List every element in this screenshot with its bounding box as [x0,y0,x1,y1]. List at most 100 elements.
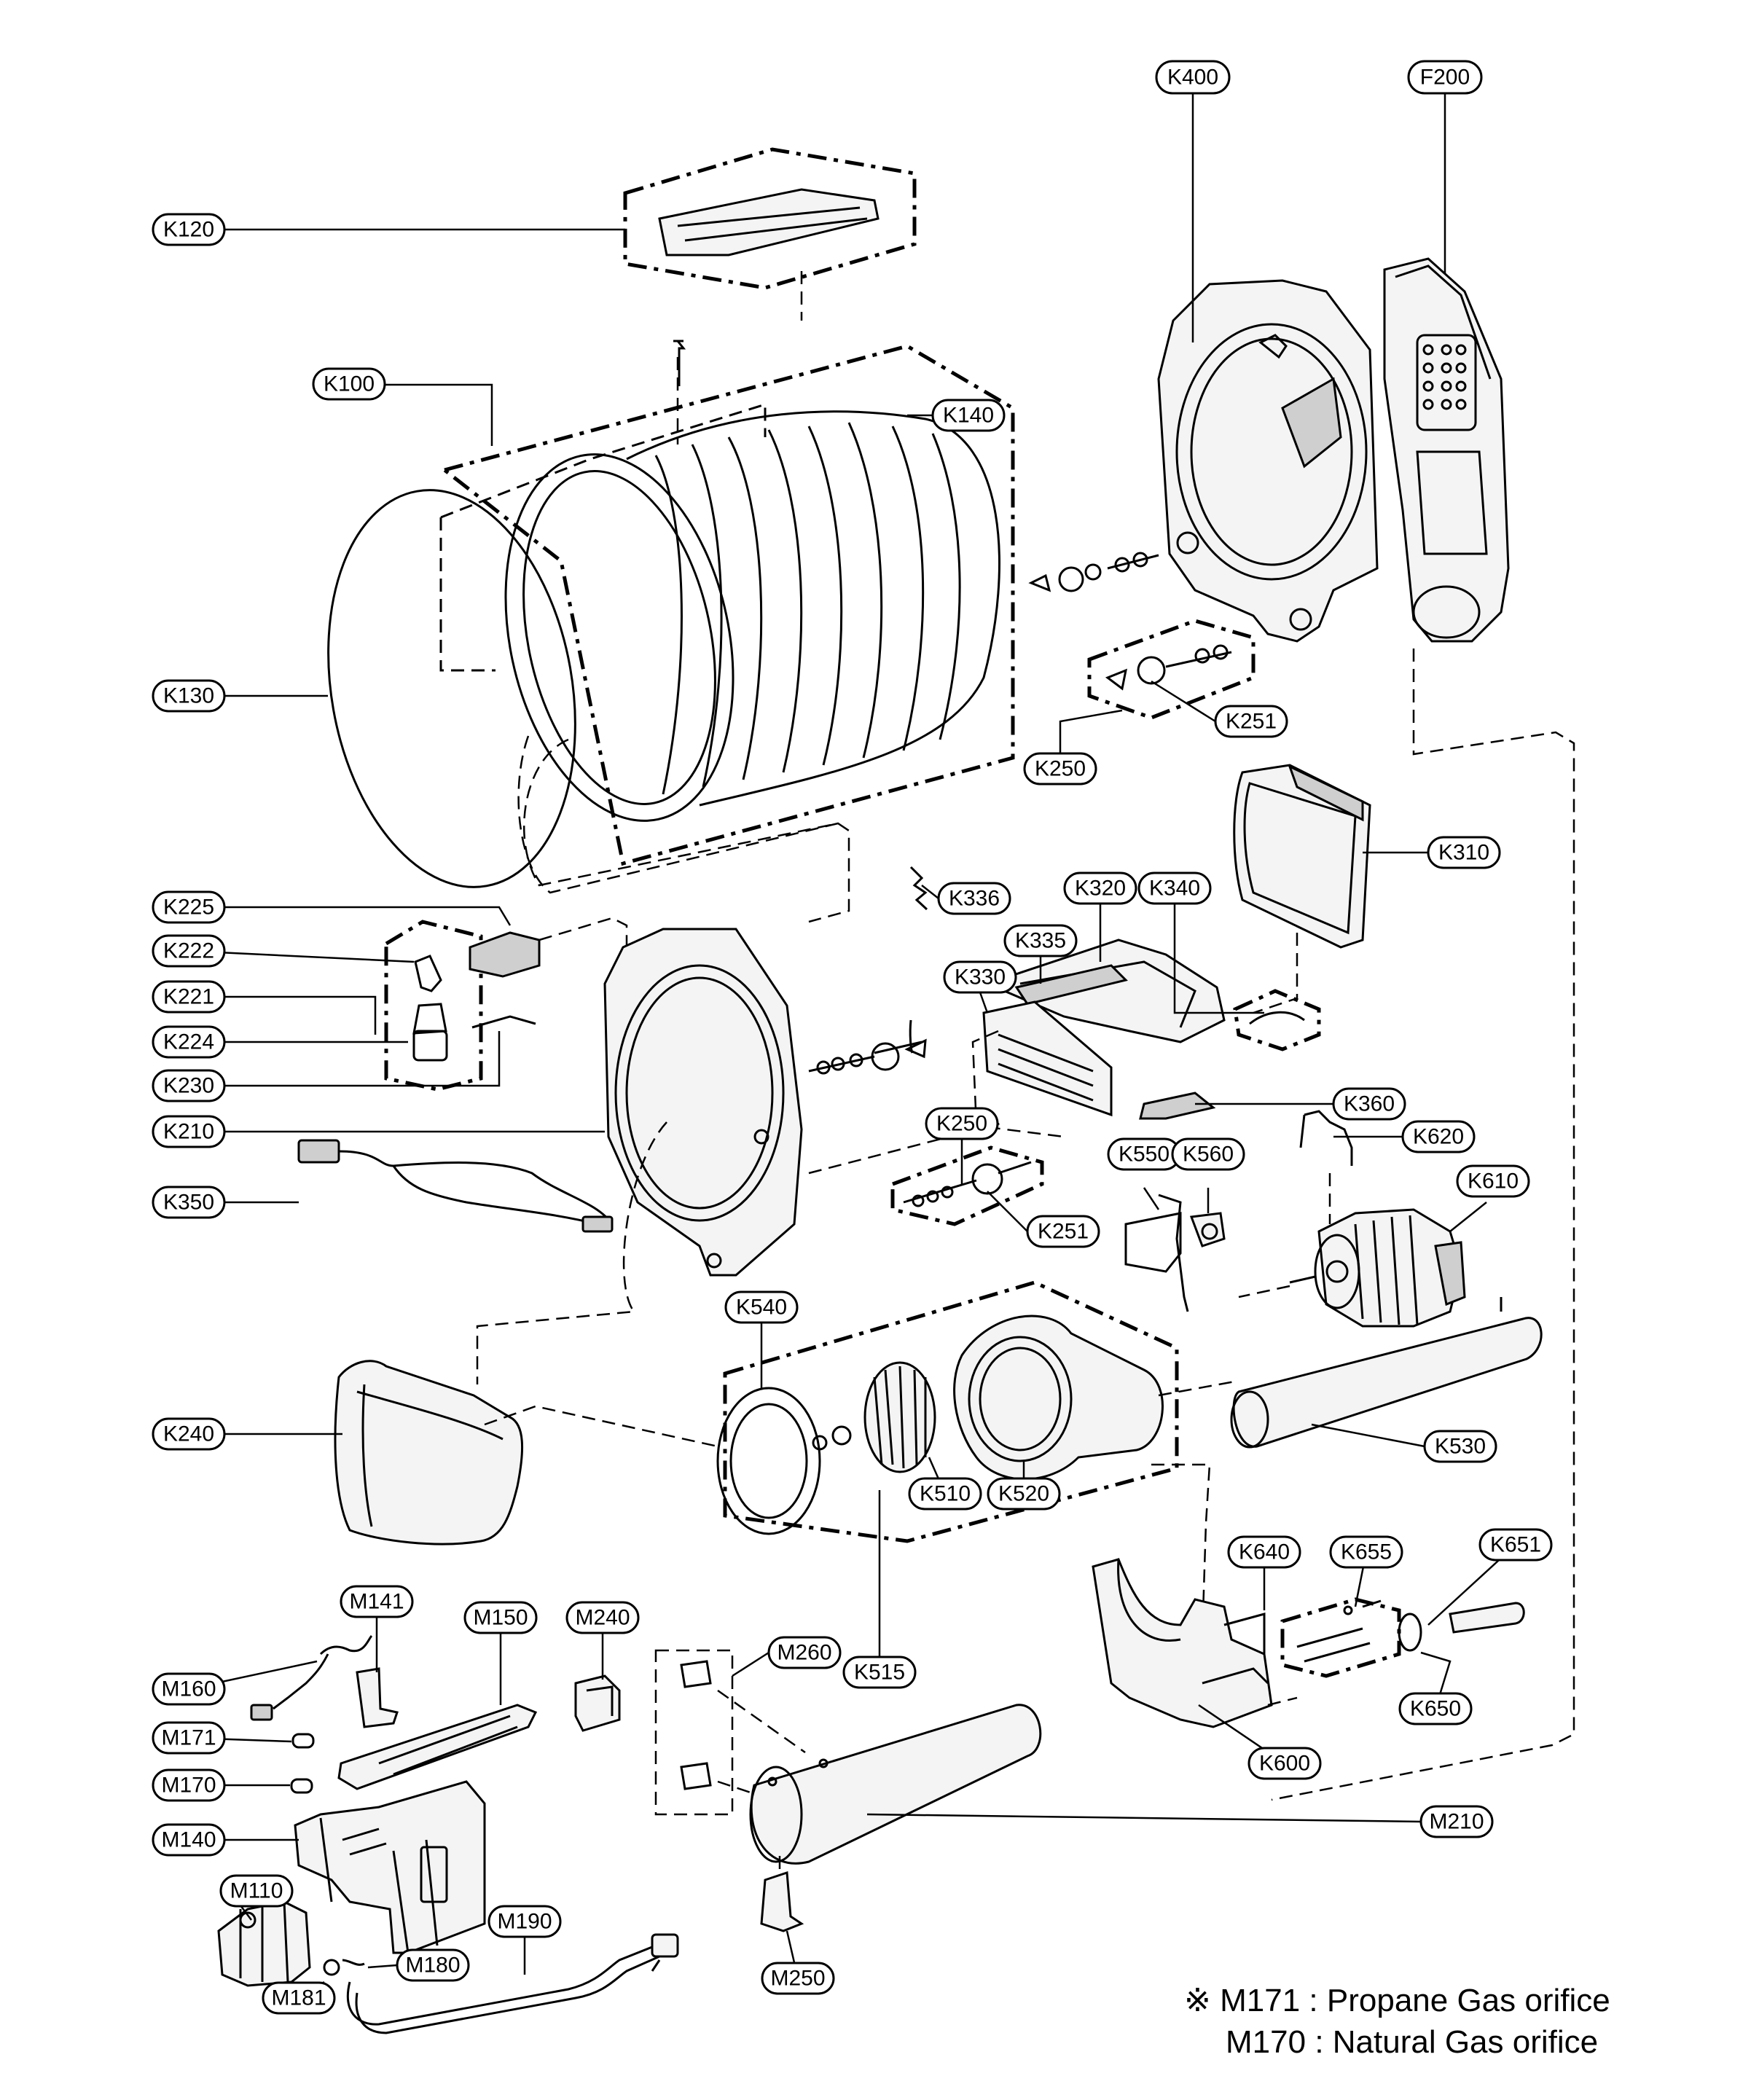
callout-k310: K310 [1427,836,1501,869]
callout-k400: K400 [1155,60,1231,95]
svg-text:M181: M181 [271,1986,326,2010]
callout-labels: K400 F200 K120 K100 K140 K130 K251 K250 … [152,60,1553,2015]
callout-k130: K130 [152,679,226,713]
svg-text:M240: M240 [575,1606,630,1630]
callout-k340: K340 [1137,871,1212,905]
k130-gasket [327,489,576,888]
k310-lint-filter [1233,764,1371,949]
callout-k610: K610 [1456,1164,1530,1198]
svg-text:K400: K400 [1167,66,1218,90]
m240-bracket [574,1674,621,1732]
svg-text:M250: M250 [770,1967,825,1991]
callout-k224: K224 [152,1025,226,1059]
callout-k540: K540 [724,1290,799,1324]
svg-text:K251: K251 [1038,1220,1089,1244]
callout-k515: K515 [842,1656,917,1689]
svg-text:K221: K221 [163,985,214,1009]
svg-text:K140: K140 [943,404,994,428]
orifice-note-line-1: ※ M171 : Propane Gas orifice [1184,1982,1610,2019]
svg-text:K650: K650 [1410,1697,1461,1721]
svg-text:K250: K250 [1035,757,1086,781]
svg-text:K651: K651 [1490,1533,1541,1557]
k120-assembly [623,147,917,321]
callout-m181: M181 [262,1981,336,2015]
rear-axle-parts [1028,552,1256,720]
svg-text:K310: K310 [1438,841,1489,865]
svg-text:F200: F200 [1420,66,1470,90]
svg-text:K336: K336 [949,887,1000,911]
svg-text:K600: K600 [1259,1752,1310,1776]
svg-text:K230: K230 [163,1074,214,1098]
sensor-bracket-assembly [982,939,1321,1120]
m250-bracket [760,1870,804,1932]
filter-holes [1422,344,1467,410]
callout-k225: K225 [152,890,226,924]
svg-text:K520: K520 [998,1482,1049,1506]
note-code-m170: M170 [1226,2024,1307,2060]
callout-k230: K230 [152,1069,226,1102]
svg-text:K251: K251 [1226,710,1277,734]
svg-text:K120: K120 [163,218,214,242]
m140-burner-bracket [294,1780,486,1954]
callout-k600: K600 [1247,1747,1322,1780]
svg-text:K540: K540 [736,1296,787,1320]
callout-k210: K210 [152,1115,226,1148]
callout-k520: K520 [987,1477,1061,1511]
callout-k120: K120 [152,213,226,246]
callout-k251-bottom: K251 [1026,1215,1100,1248]
svg-text:K610: K610 [1468,1170,1519,1194]
svg-text:M180: M180 [405,1954,460,1978]
svg-text:K340: K340 [1149,877,1200,901]
callout-m160: M160 [152,1672,226,1706]
k620-motor-bracket [1299,1110,1353,1166]
callout-m141: M141 [340,1585,414,1618]
callout-k330: K330 [943,960,1017,994]
callout-k221: K221 [152,980,226,1014]
m110-gas-valve [217,1900,365,1987]
svg-text:K620: K620 [1413,1125,1464,1149]
orifice-note-line-2: M170 : Natural Gas orifice [1226,2024,1598,2061]
svg-text:M171: M171 [161,1726,216,1750]
note-code-m171: M171 [1220,1983,1301,2018]
front-axle-parts [808,1019,927,1075]
svg-text:M260: M260 [777,1641,831,1665]
callout-k240: K240 [152,1417,226,1451]
svg-text:K360: K360 [1344,1092,1395,1116]
svg-text:M160: M160 [161,1677,216,1701]
callout-k336: K336 [937,882,1011,915]
callout-k651: K651 [1478,1528,1553,1562]
callout-m150: M150 [463,1601,538,1634]
callout-k530: K530 [1423,1430,1497,1463]
svg-text:K530: K530 [1435,1435,1486,1459]
burner-harness [250,1634,399,1794]
callout-k650: K650 [1398,1692,1473,1725]
svg-text:K250: K250 [936,1112,987,1136]
svg-text:K330: K330 [955,965,1006,990]
k210-front-bulkhead [603,928,803,1277]
lamp-assembly [384,920,541,1092]
note-text-natural: : Natural Gas orifice [1315,2024,1599,2060]
svg-text:K130: K130 [163,684,214,708]
callout-k250-bottom: K250 [925,1107,999,1140]
note-text-propane: : Propane Gas orifice [1309,1983,1610,2018]
svg-text:K560: K560 [1183,1143,1234,1167]
svg-text:K225: K225 [163,896,214,920]
svg-text:K550: K550 [1119,1143,1170,1167]
callout-k222: K222 [152,934,226,968]
svg-text:K640: K640 [1239,1540,1290,1564]
callout-k320: K320 [1063,871,1137,905]
svg-text:K210: K210 [163,1120,214,1144]
svg-text:K100: K100 [324,372,375,396]
f200-filter-housing [1383,257,1510,643]
callout-m110: M110 [219,1874,294,1908]
svg-text:K320: K320 [1075,877,1126,901]
callout-m190: M190 [487,1905,562,1938]
blower-assembly [716,1280,1179,1543]
callout-m260: M260 [767,1636,842,1669]
svg-text:M150: M150 [473,1606,528,1630]
m150-burner-tube [337,1704,538,1790]
svg-text:M170: M170 [161,1774,216,1798]
k240-trap-duct [334,1360,523,1545]
callout-k360: K360 [1332,1087,1406,1121]
